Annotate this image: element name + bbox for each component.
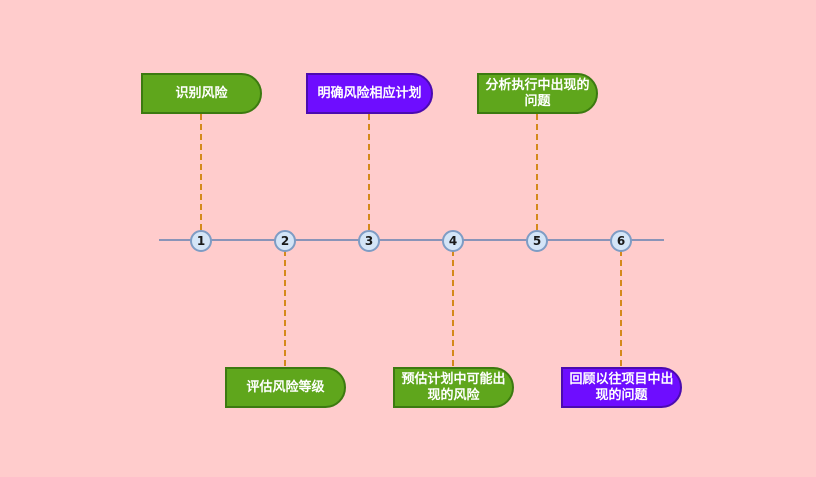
step-box-4: 预估计划中可能出现的风险: [393, 367, 514, 408]
timeline-node-4: 4: [442, 230, 464, 252]
timeline-node-2: 2: [274, 230, 296, 252]
connector-5: [536, 114, 538, 230]
timeline-node-5: 5: [526, 230, 548, 252]
step-box-3: 明确风险相应计划: [306, 73, 433, 114]
connector-1: [200, 114, 202, 230]
timeline-node-6: 6: [610, 230, 632, 252]
step-box-5: 分析执行中出现的问题: [477, 73, 598, 114]
step-box-1: 识别风险: [141, 73, 262, 114]
step-box-2: 评估风险等级: [225, 367, 346, 408]
step-box-6: 回顾以往项目中出现的问题: [561, 367, 682, 408]
timeline-axis: [159, 239, 664, 241]
connector-4: [452, 250, 454, 366]
timeline-node-1: 1: [190, 230, 212, 252]
connector-6: [620, 250, 622, 366]
connector-3: [368, 114, 370, 230]
timeline-node-3: 3: [358, 230, 380, 252]
connector-2: [284, 250, 286, 366]
